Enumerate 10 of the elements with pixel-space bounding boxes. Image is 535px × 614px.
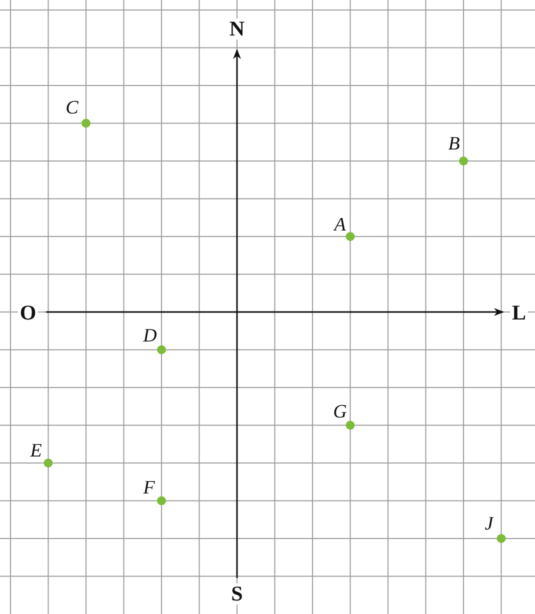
point-label: J <box>484 514 495 534</box>
axis-label: N <box>227 18 247 40</box>
point-label: F <box>142 478 156 498</box>
point-label: E <box>29 442 43 460</box>
point-label: G <box>332 402 348 422</box>
point-label: D <box>142 326 158 346</box>
point-label: B <box>447 134 461 154</box>
point-label: A <box>332 216 347 234</box>
point-label: C <box>64 98 80 118</box>
axis-label: S <box>229 584 245 604</box>
